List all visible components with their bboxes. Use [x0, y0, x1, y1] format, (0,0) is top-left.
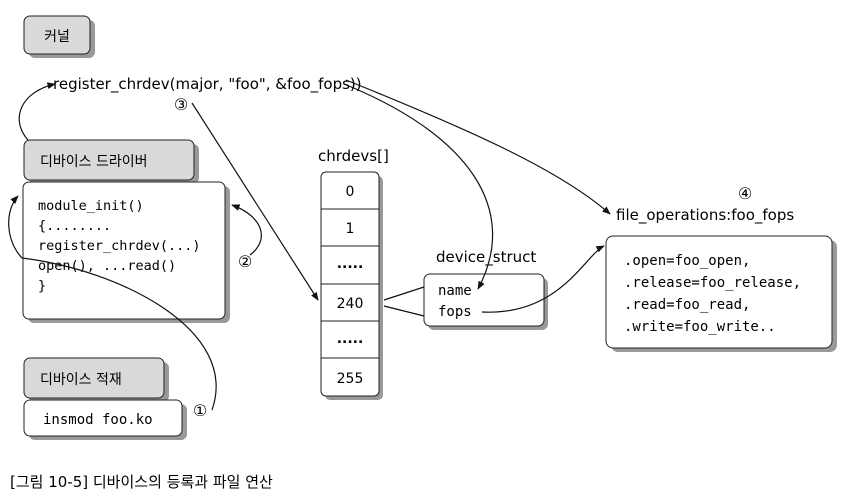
link-chrdevs-to-struct-top — [383, 286, 425, 301]
insmod-command: insmod foo.ko — [43, 412, 153, 428]
step-1-marker: ① — [193, 401, 207, 420]
step-4-marker: ④ — [738, 184, 752, 203]
device-driver-group: 디바이스 드라이버 module_init() {........ regist… — [22, 139, 230, 323]
arrow-driver-to-register — [18, 82, 56, 141]
arrow-register-to-chrdevs — [191, 102, 319, 301]
arrow-step-2 — [231, 204, 262, 256]
arrow-register-to-name — [343, 83, 494, 290]
chrdevs-cell: 0 — [346, 184, 355, 200]
arrow-insmod-to-driver — [8, 195, 217, 411]
chrdevs-cell: ..... — [337, 256, 364, 272]
arrow-register-to-fops — [345, 79, 611, 215]
fops-title: file_operations:foo_fops — [616, 206, 794, 225]
step-markers: ① ② ③ ④ — [174, 95, 752, 420]
chrdevs-array: chrdevs[] 0 1 ..... 240 ..... 255 — [318, 147, 389, 400]
device-struct-field: fops — [438, 304, 472, 320]
arrow-fops-to-file-operations — [481, 245, 605, 313]
code-line: module_init() — [38, 198, 144, 214]
device-struct-field: name — [438, 283, 472, 299]
chrdevs-title: chrdevs[] — [318, 147, 389, 165]
chrdevs-cell: 240 — [337, 296, 364, 312]
file-operations: file_operations:foo_fops .open=foo_open,… — [605, 206, 837, 352]
device-load-title: 디바이스 적재 — [40, 372, 122, 388]
code-line: {........ — [38, 218, 111, 234]
device-struct-title: device_struct — [436, 248, 536, 267]
step-2-marker: ② — [238, 252, 252, 271]
step-3-marker: ③ — [174, 95, 188, 114]
chrdevs-cell: 255 — [337, 371, 364, 387]
fops-line: .open=foo_open, — [624, 253, 750, 269]
fops-line: .read=foo_read, — [624, 297, 750, 313]
link-chrdevs-to-struct-bottom — [383, 305, 425, 317]
code-line: } — [38, 278, 46, 294]
device-driver-title: 디바이스 드라이버 — [40, 154, 148, 170]
chrdevs-cell: 1 — [346, 221, 355, 237]
kernel-box: 커널 — [23, 15, 95, 58]
connector-lines — [8, 79, 611, 411]
fops-line: .release=foo_release, — [624, 275, 801, 291]
kernel-label: 커널 — [44, 29, 70, 45]
device-struct: device_struct name fops — [423, 248, 548, 330]
fops-line: .write=foo_write.. — [624, 319, 776, 335]
figure-caption: [그림 10-5] 디바이스의 등록과 파일 연산 — [10, 473, 273, 491]
code-line: register_chrdev(...) — [38, 238, 201, 254]
code-line: open(), ...read() — [38, 258, 176, 274]
driver-code: module_init() {........ register_chrdev(… — [38, 198, 201, 294]
register-chrdev-call: register_chrdev(major, "foo", &foo_fops)… — [53, 75, 362, 94]
device-load-group: 디바이스 적재 insmod foo.ko — [23, 357, 187, 440]
chrdevs-cell: ..... — [337, 331, 364, 347]
